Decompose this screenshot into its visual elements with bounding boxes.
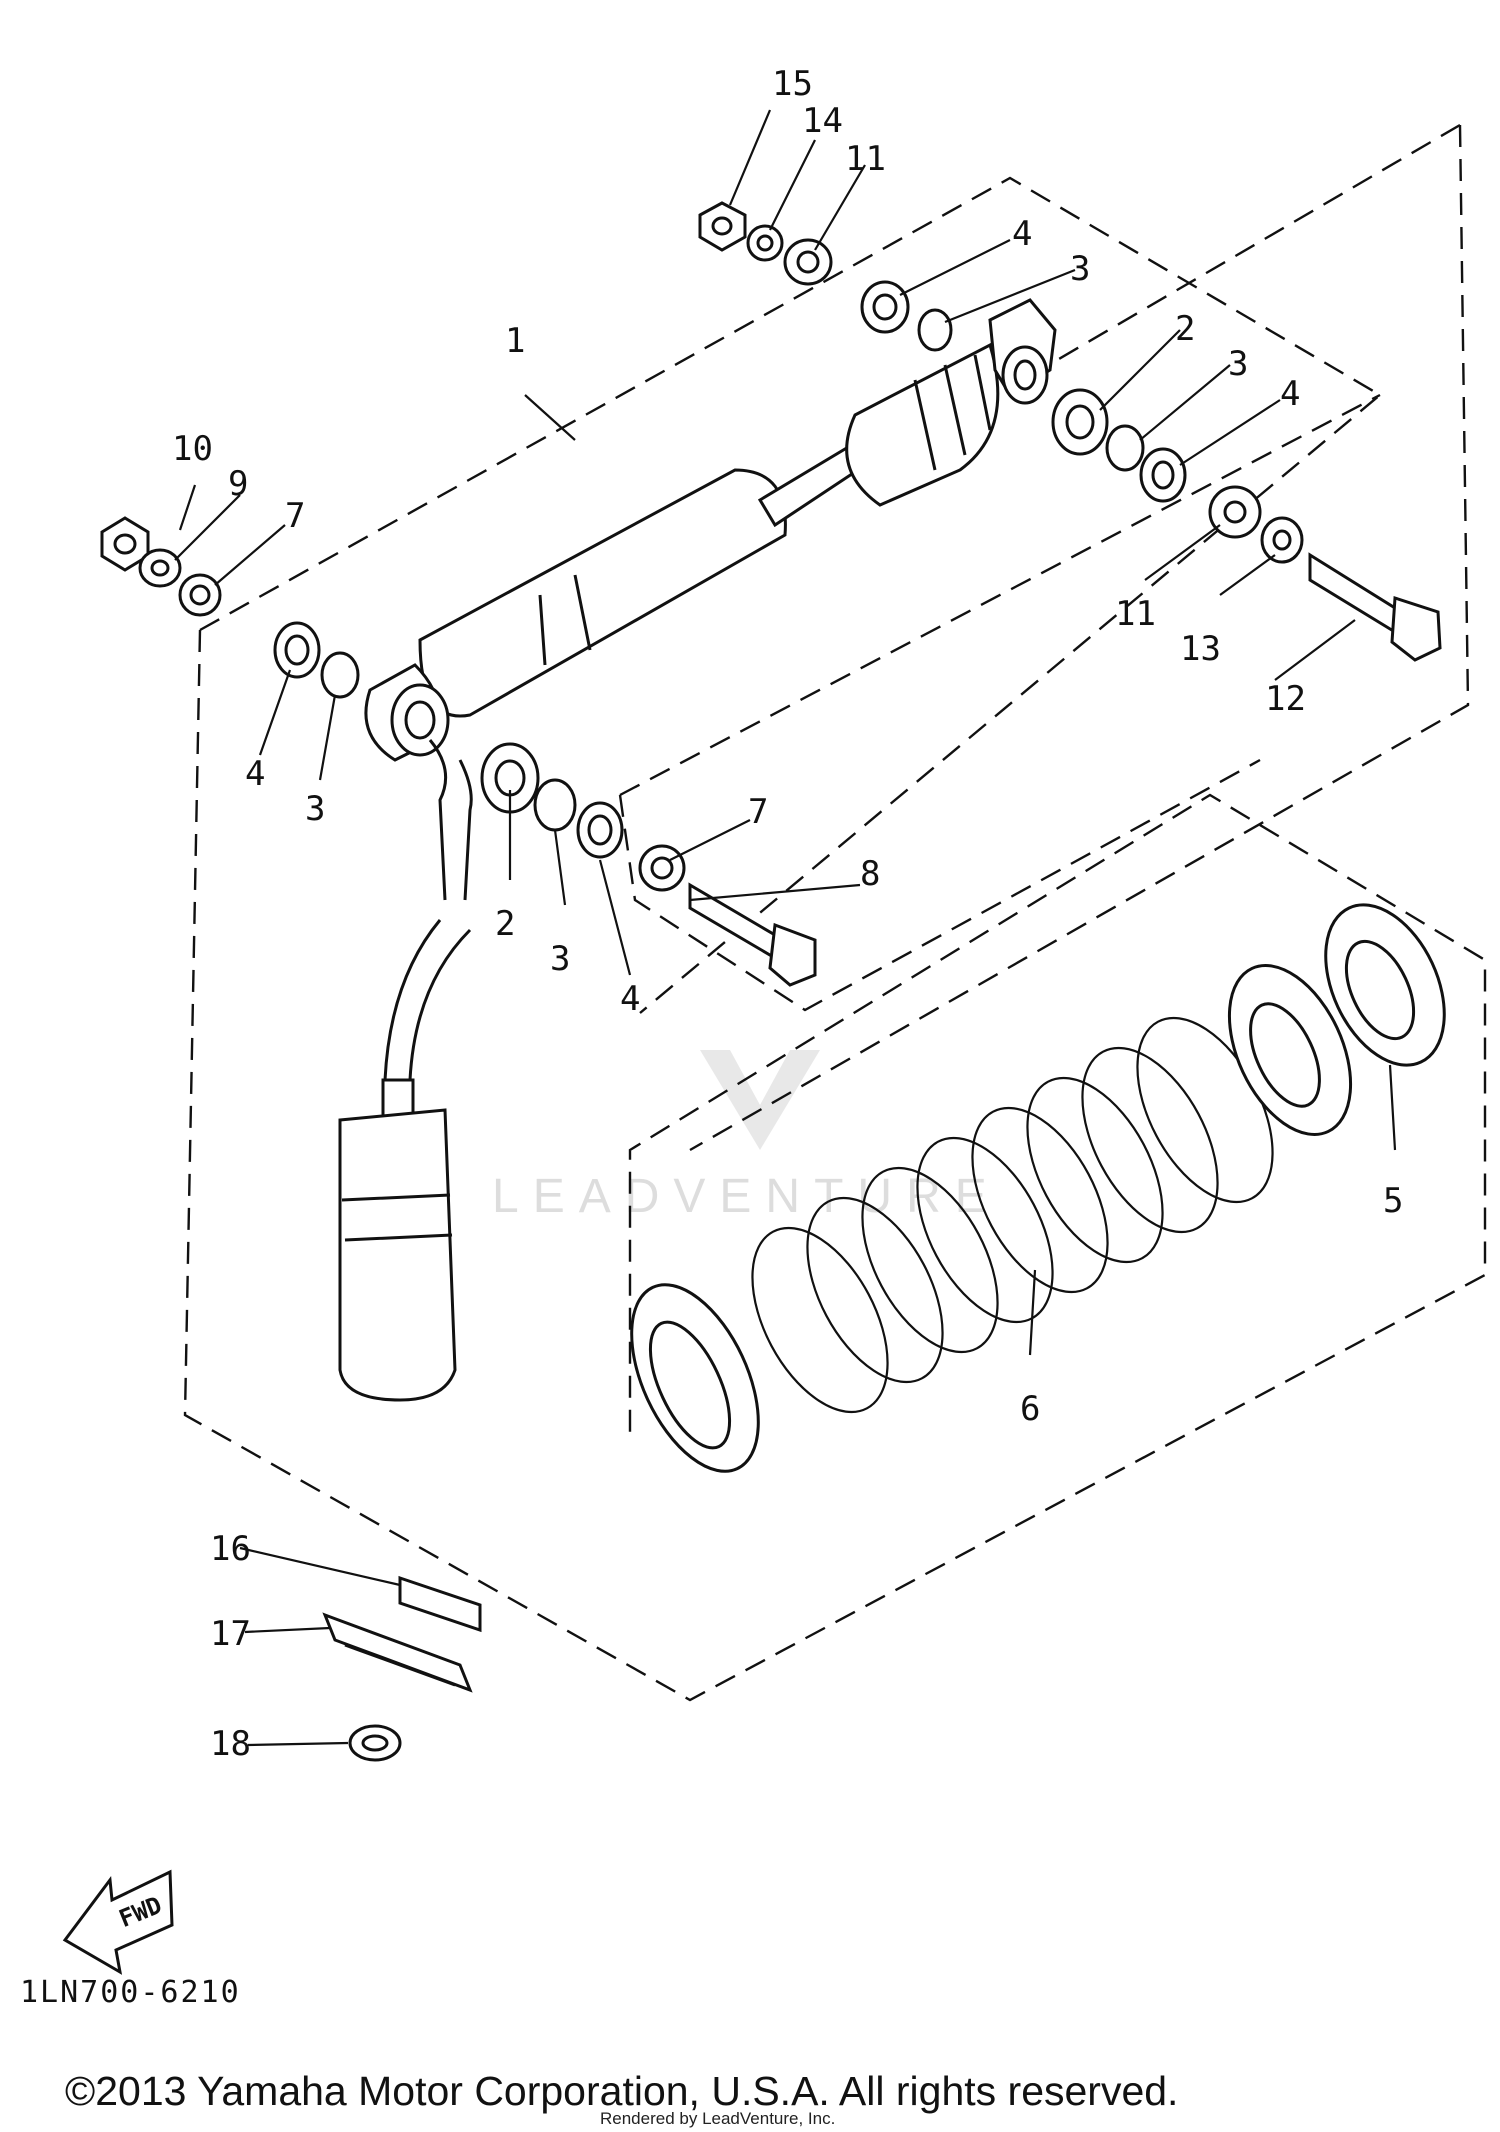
callout-17: 17 — [210, 1614, 251, 1654]
callout-2: 2 — [1175, 309, 1195, 349]
upper-hardware — [698, 201, 953, 352]
reservoir-tank — [338, 739, 473, 1402]
callout-3c: 3 — [305, 789, 325, 829]
leader-lines — [174, 109, 1397, 1747]
callout-7b: 7 — [748, 792, 768, 832]
callout-6: 6 — [1020, 1389, 1040, 1429]
callout-2b: 2 — [495, 904, 515, 944]
callout-12: 12 — [1265, 679, 1306, 719]
callout-1: 1 — [505, 321, 525, 361]
callout-numbers: 1 2 2 3 3 3 3 4 4 4 4 5 6 7 7 8 9 10 11 … — [172, 64, 1403, 1764]
callout-15: 15 — [772, 64, 813, 104]
callout-8: 8 — [860, 854, 880, 894]
left-hardware — [100, 516, 360, 699]
watermark-text: LEADVENTURE — [492, 1170, 1001, 1223]
callout-11b: 11 — [1115, 594, 1156, 634]
callout-4b: 4 — [1280, 374, 1300, 414]
right-hardware — [1051, 388, 1442, 662]
assembly-outline — [183, 123, 1487, 1702]
copyright-notice: ©2013 Yamaha Motor Corporation, U.S.A. A… — [65, 2068, 1178, 2114]
shock-absorber — [364, 298, 1057, 762]
lower-hardware — [480, 742, 817, 987]
leadventure-watermark: LEADVENTURE — [492, 1050, 1001, 1223]
fwd-arrow: FWD — [62, 1869, 174, 1975]
callout-9: 9 — [228, 464, 248, 504]
callout-18: 18 — [210, 1724, 251, 1764]
callout-10: 10 — [172, 429, 213, 469]
callout-4d: 4 — [620, 979, 640, 1019]
spring-assembly — [630, 903, 1446, 1473]
callout-3d: 3 — [550, 939, 570, 979]
callout-4c: 4 — [245, 754, 265, 794]
callout-13: 13 — [1180, 629, 1221, 669]
part-code: 1LN700-6210 — [20, 1975, 241, 2010]
callout-3b: 3 — [1228, 344, 1248, 384]
small-parts — [322, 1575, 482, 1762]
rendered-by-note: Rendered by LeadVenture, Inc. — [600, 2109, 835, 2128]
callout-11: 11 — [845, 139, 886, 179]
callout-4: 4 — [1012, 214, 1032, 254]
callout-7: 7 — [285, 496, 305, 536]
callout-3: 3 — [1070, 249, 1090, 289]
callout-16: 16 — [210, 1529, 251, 1569]
callout-5: 5 — [1383, 1181, 1403, 1221]
callout-14: 14 — [802, 101, 843, 141]
